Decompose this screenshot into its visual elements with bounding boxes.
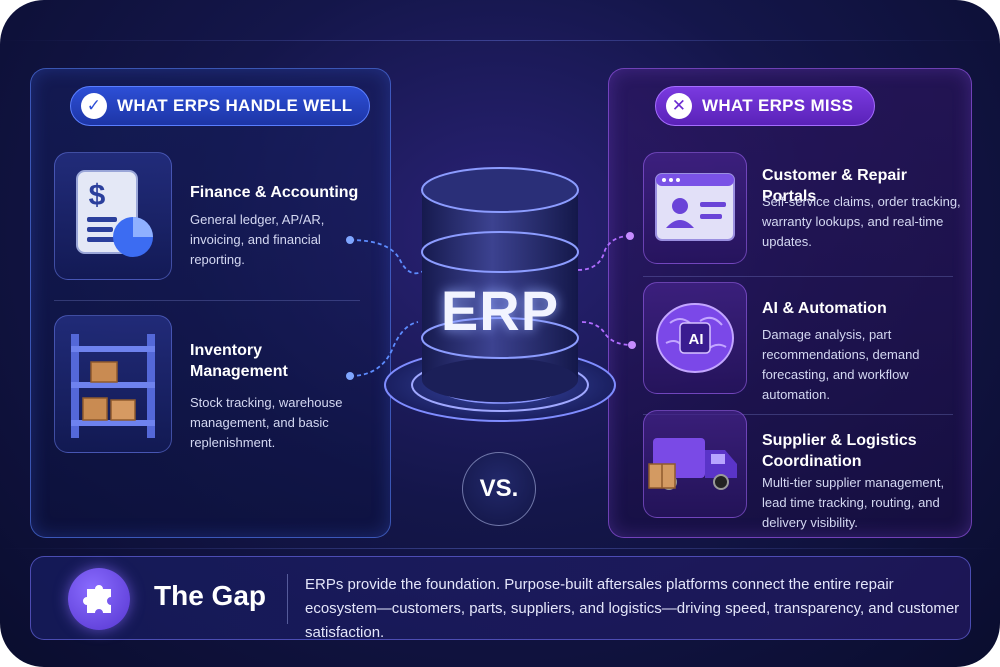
decor-line xyxy=(0,548,1000,549)
warehouse-shelf-icon xyxy=(54,315,172,453)
customer-repair-portals-title: Customer & Repair Portals xyxy=(762,167,907,205)
delivery-truck-icon xyxy=(643,410,747,518)
puzzle-piece-icon xyxy=(68,568,130,630)
finance-accounting-description: General ledger, AP/AR, invoicing, and fi… xyxy=(190,212,325,267)
left-separator xyxy=(54,300,360,301)
check-icon: ✓ xyxy=(81,93,107,119)
supplier-logistics-title: Supplier & Logistics Coordination xyxy=(762,432,917,470)
customer-repair-portals-description: Self-service claims, order tracking, war… xyxy=(762,194,961,249)
inventory-management-description: Stock tracking, warehouse management, an… xyxy=(190,395,343,450)
database-label: ERP xyxy=(440,279,560,342)
erp-gaps-header: ✕ WHAT ERPS MISS xyxy=(655,86,875,126)
x-icon: ✕ xyxy=(666,93,692,119)
portal-profile-icon xyxy=(643,152,747,264)
versus-badge: VS. xyxy=(462,452,536,526)
database-cylinder-icon: ERP xyxy=(380,160,620,430)
decor-line xyxy=(0,40,1000,41)
svg-text:$: $ xyxy=(89,179,106,212)
gap-description: ERPs provide the foundation. Purpose-bui… xyxy=(305,576,960,641)
erp-gaps-header-label: WHAT ERPS MISS xyxy=(702,96,854,115)
ai-automation-title: AI & Automation xyxy=(762,300,887,317)
inventory-management-title: Inventory Management xyxy=(190,342,288,380)
ai-brain-icon: AI xyxy=(643,282,747,394)
ai-automation-description: Damage analysis, part recommendations, d… xyxy=(762,327,920,402)
versus-label: VS. xyxy=(479,475,519,502)
gap-title: The Gap xyxy=(154,580,267,611)
erp-strengths-panel xyxy=(30,68,391,538)
erp-strengths-header: ✓ WHAT ERPS HANDLE WELL xyxy=(70,86,370,126)
finance-accounting-title: Finance & Accounting xyxy=(190,184,359,201)
supplier-logistics-description: Multi-tier supplier management, lead tim… xyxy=(762,475,945,530)
right-separator xyxy=(643,276,953,277)
gap-summary-bar xyxy=(30,556,971,640)
ai-chip-label: AI xyxy=(688,330,704,348)
right-separator xyxy=(643,414,953,415)
erp-strengths-header-label: WHAT ERPS HANDLE WELL xyxy=(117,96,353,115)
gap-divider xyxy=(287,574,288,624)
invoice-pie-chart-icon: $ xyxy=(54,152,172,280)
